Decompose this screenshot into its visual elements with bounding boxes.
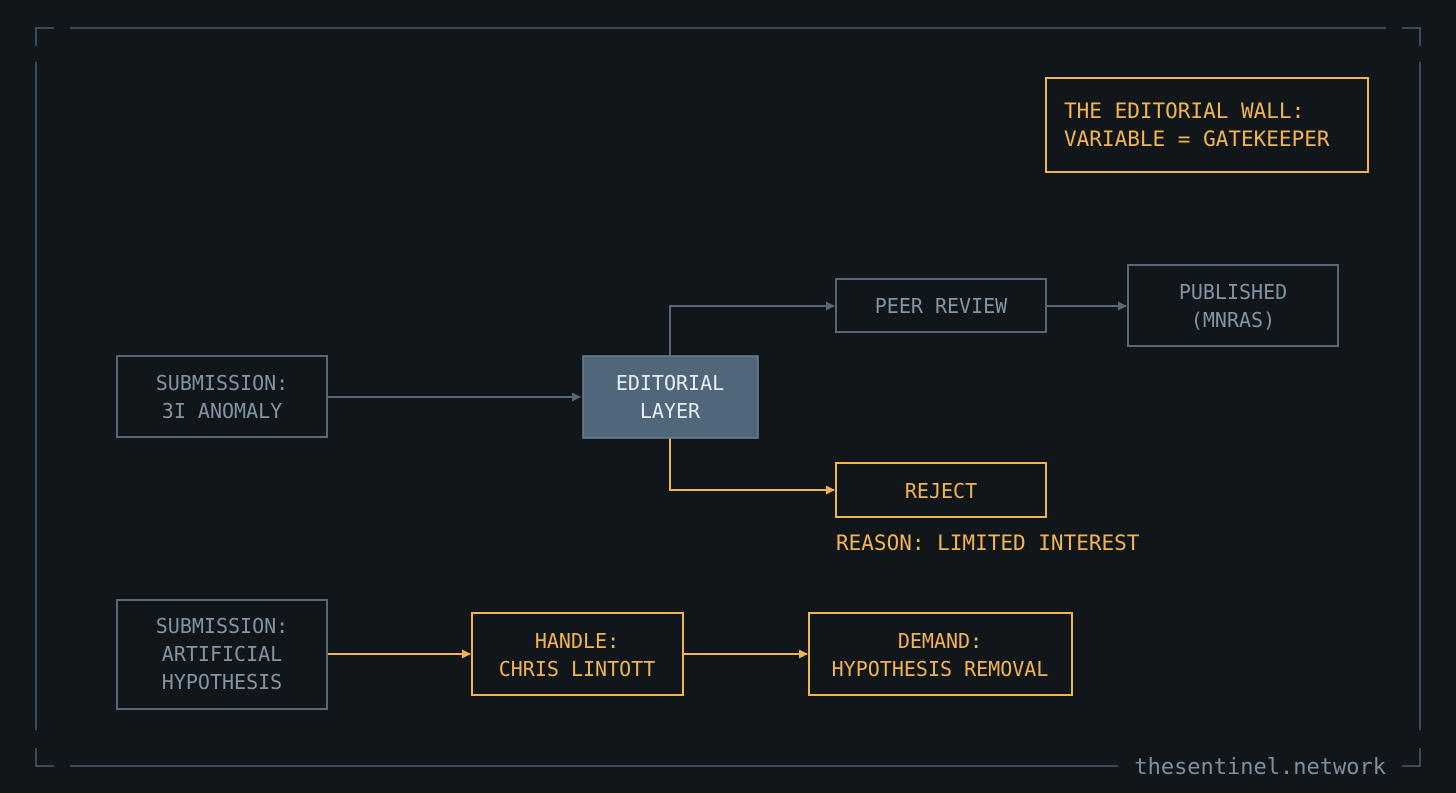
node-submission-3i-line-2: 3I ANOMALY	[162, 399, 282, 423]
node-submission-3i: SUBMISSION: 3I ANOMALY	[116, 355, 328, 438]
node-submission-artificial-line-2: ARTIFICIAL	[162, 642, 282, 666]
node-submission-artificial-line-1: SUBMISSION:	[156, 614, 288, 638]
node-peer-review: PEER REVIEW	[835, 278, 1047, 333]
node-published: PUBLISHED (MNRAS)	[1127, 264, 1339, 347]
node-editorial-layer: EDITORIAL LAYER	[582, 355, 759, 439]
node-peer-review-label: PEER REVIEW	[875, 294, 1008, 318]
node-submission-artificial-line-3: HYPOTHESIS	[162, 670, 282, 694]
watermark: thesentinel.network	[1134, 755, 1386, 780]
title-line-2: VARIABLE = GATEKEEPER	[1064, 127, 1330, 151]
node-handle-line-2: CHRIS LINTOTT	[499, 657, 656, 681]
node-demand-line-1: DEMAND:	[898, 629, 982, 653]
node-reject-label: REJECT	[905, 479, 977, 503]
edge-editorial-to-reject	[669, 438, 835, 495]
node-demand: DEMAND: HYPOTHESIS REMOVAL	[808, 612, 1073, 696]
node-handle-line-1: HANDLE:	[535, 629, 619, 653]
node-handle: HANDLE: CHRIS LINTOTT	[471, 612, 684, 696]
edges	[328, 301, 1127, 659]
node-submission-artificial: SUBMISSION: ARTIFICIAL HYPOTHESIS	[116, 599, 328, 710]
node-published-line-1: PUBLISHED	[1179, 280, 1287, 304]
outer-frame	[35, 27, 1421, 767]
title-line-1: THE EDITORIAL WALL:	[1064, 99, 1304, 123]
reject-reason: REASON: LIMITED INTEREST	[836, 531, 1140, 555]
node-editorial-layer-line-2: LAYER	[640, 399, 701, 423]
node-reject: REJECT	[835, 462, 1047, 518]
node-published-line-2: (MNRAS)	[1191, 308, 1275, 332]
edge-editorial-to-peer-review	[669, 301, 835, 356]
node-submission-3i-line-1: SUBMISSION:	[156, 371, 288, 395]
node-demand-line-2: HYPOTHESIS REMOVAL	[832, 657, 1049, 681]
node-editorial-layer-line-1: EDITORIAL	[616, 371, 724, 395]
title-box: THE EDITORIAL WALL: VARIABLE = GATEKEEPE…	[1045, 77, 1369, 173]
